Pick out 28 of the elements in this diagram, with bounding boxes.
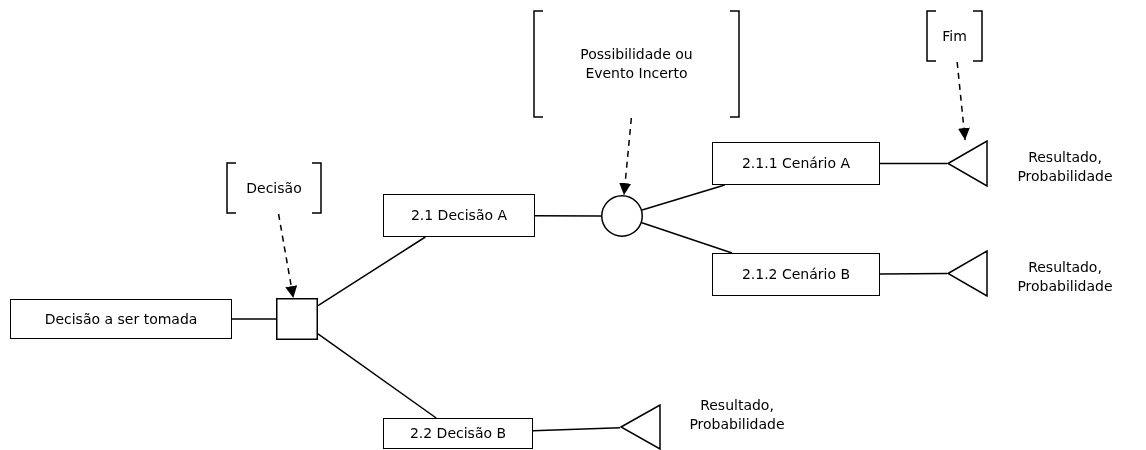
connector-line xyxy=(879,162,948,165)
process-box: Decisão a ser tomada xyxy=(10,299,232,339)
bracket-annotation: Possibilidade ou Evento Incerto xyxy=(533,10,740,118)
end-triangle xyxy=(947,140,988,187)
connector-line xyxy=(532,427,621,432)
connector-line xyxy=(641,184,726,211)
arrow xyxy=(956,61,970,141)
connector-line xyxy=(534,215,602,217)
connector-line xyxy=(317,333,437,419)
process-box: 2.1 Decisão A xyxy=(383,194,535,237)
connector-line xyxy=(231,318,277,320)
bracket-annotation: Decisão xyxy=(226,162,322,214)
process-box: 2.2 Decisão B xyxy=(383,418,533,449)
process-box: 2.1.2 Cenário B xyxy=(712,253,880,296)
connector-line xyxy=(317,236,427,307)
bracket-annotation: Fim xyxy=(926,10,983,62)
outcome-label: Resultado, Probabilidade xyxy=(1016,258,1114,296)
process-box: 2.1.1 Cenário A xyxy=(712,142,880,185)
outcome-label: Resultado, Probabilidade xyxy=(1016,148,1114,186)
outcome-label: Resultado, Probabilidade xyxy=(688,396,786,434)
end-triangle xyxy=(947,250,988,297)
connector-line xyxy=(879,272,948,275)
decision-square xyxy=(276,298,318,340)
chance-circle xyxy=(601,195,643,237)
connector-line xyxy=(641,221,733,254)
end-triangle xyxy=(620,404,661,450)
arrow xyxy=(619,117,633,196)
arrow xyxy=(277,213,298,299)
